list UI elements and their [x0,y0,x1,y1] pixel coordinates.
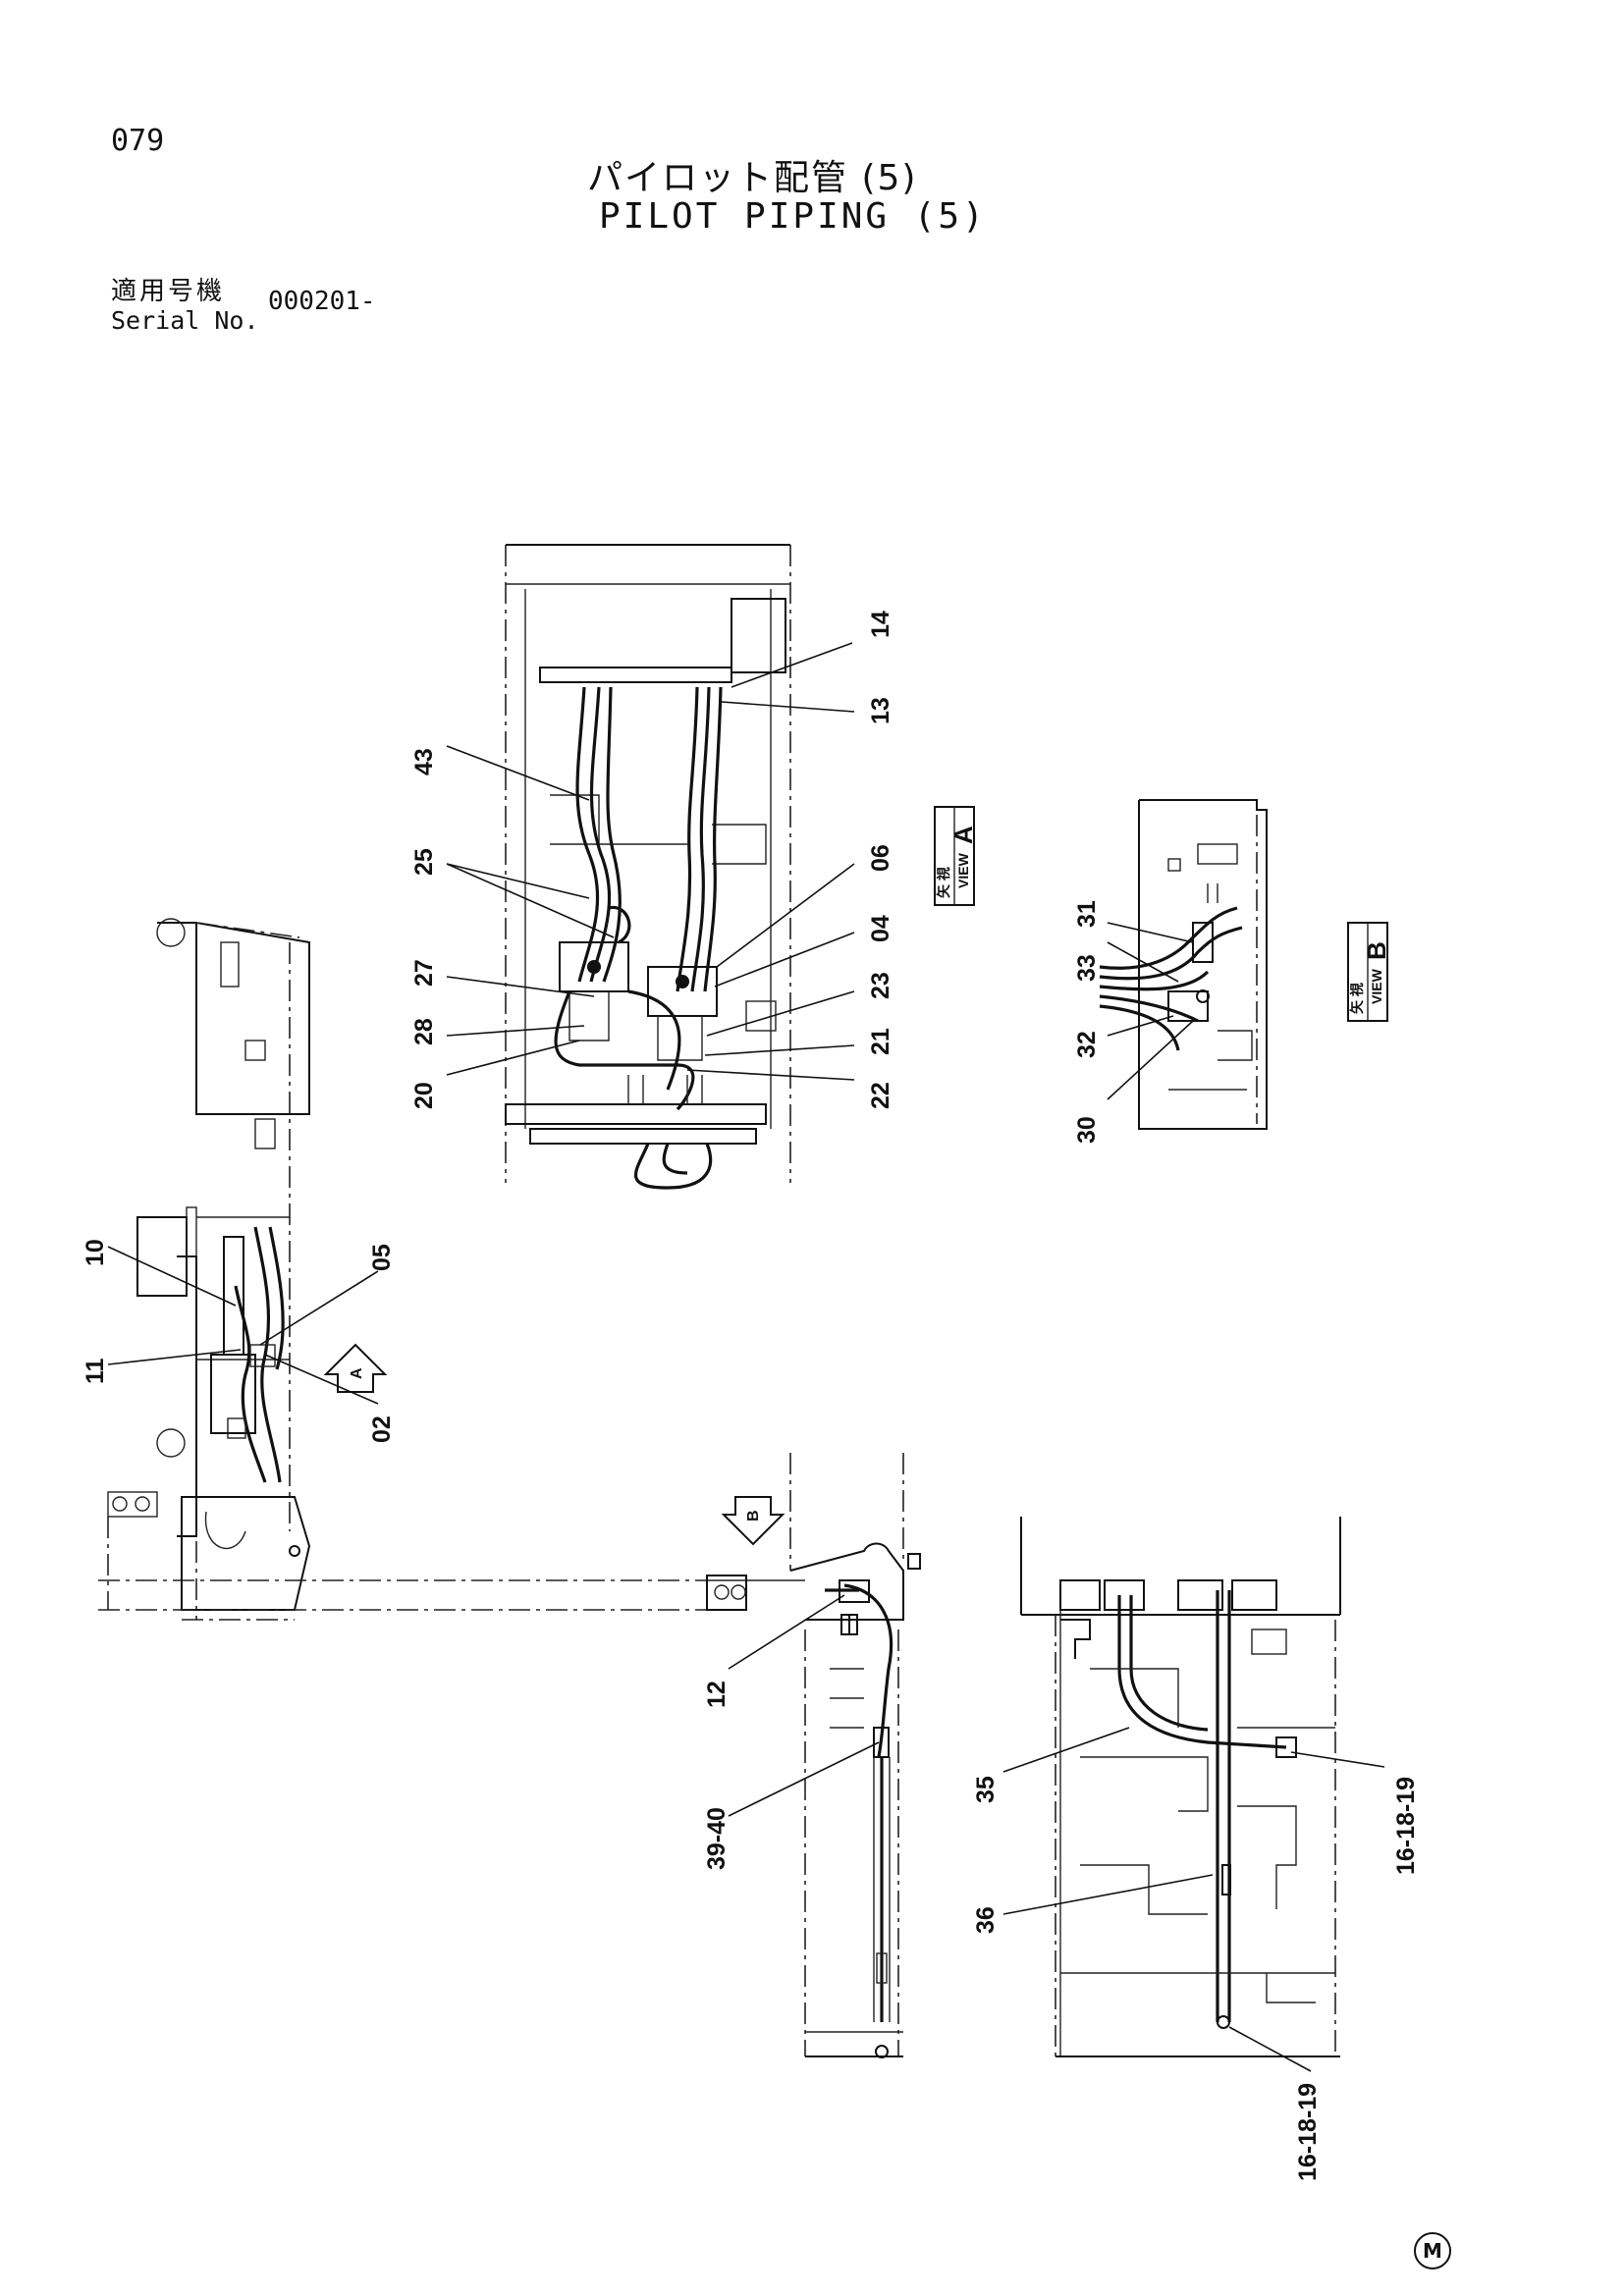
page-title-japanese: パイロット配管 (5) [587,158,918,198]
callout-16-18-19-lower: 16-18-19 [1294,2083,1322,2181]
callout-35: 35 [972,1776,1000,1803]
callout-39-40: 39-40 [703,1807,731,1870]
callout-labels: 14 13 43 25 06 04 27 23 28 21 20 22 31 3… [81,611,1420,2181]
revision-marker: M [1414,2232,1451,2269]
callout-12: 12 [703,1681,731,1708]
arm-top-view [1020,1517,1341,2057]
callout-11: 11 [81,1358,109,1384]
view-a-label-en: VIEW [955,852,971,888]
callout-13: 13 [867,697,894,724]
view-b-label-en: VIEW [1369,968,1384,1004]
callout-30: 30 [1073,1116,1101,1144]
view-a-label-jp: 矢 視 [936,867,951,898]
boom-side-view [98,918,707,1621]
callout-10: 10 [81,1239,109,1266]
view-a-drawing [505,544,791,1190]
callout-36: 36 [972,1906,1000,1934]
callout-14: 14 [867,611,894,638]
callout-25: 25 [410,848,438,876]
view-b-direction-arrow: B [721,1496,785,1546]
callout-23: 23 [867,972,894,999]
view-a-label: 矢 視 VIEW A [934,806,978,906]
callout-02: 02 [368,1415,396,1443]
callout-21: 21 [867,1028,894,1055]
callout-20: 20 [410,1082,438,1109]
view-b-letter: B [1362,941,1391,960]
callout-27: 27 [410,959,438,987]
callout-32: 32 [1073,1031,1101,1058]
page-number: 079 [111,124,165,158]
leader-lines [107,642,1385,2072]
view-a-direction-arrow: A [323,1343,388,1393]
view-b-label: 矢 視 VIEW B [1347,922,1391,1022]
serial-label-japanese: 適用号機 [111,277,226,306]
arrow-a-letter: A [349,1367,365,1379]
view-b-label-jp: 矢 視 [1349,983,1365,1014]
view-b-drawing [1099,799,1268,1130]
callout-05: 05 [368,1244,396,1271]
view-a-letter: A [948,826,978,844]
callout-16-18-19-upper: 16-18-19 [1392,1777,1420,1875]
callout-31: 31 [1073,900,1101,928]
callout-28: 28 [410,1018,438,1045]
arm-detail-view [706,1453,921,2058]
callout-22: 22 [867,1082,894,1109]
callout-06: 06 [867,844,894,872]
callout-04: 04 [867,915,894,942]
serial-number-value: 000201- [268,287,376,316]
page-title: PILOT PIPING (5) [599,196,987,237]
callout-43: 43 [410,748,438,775]
callout-33: 33 [1073,954,1101,982]
arrow-b-letter: B [745,1510,762,1522]
serial-label: Serial No. [111,306,259,335]
